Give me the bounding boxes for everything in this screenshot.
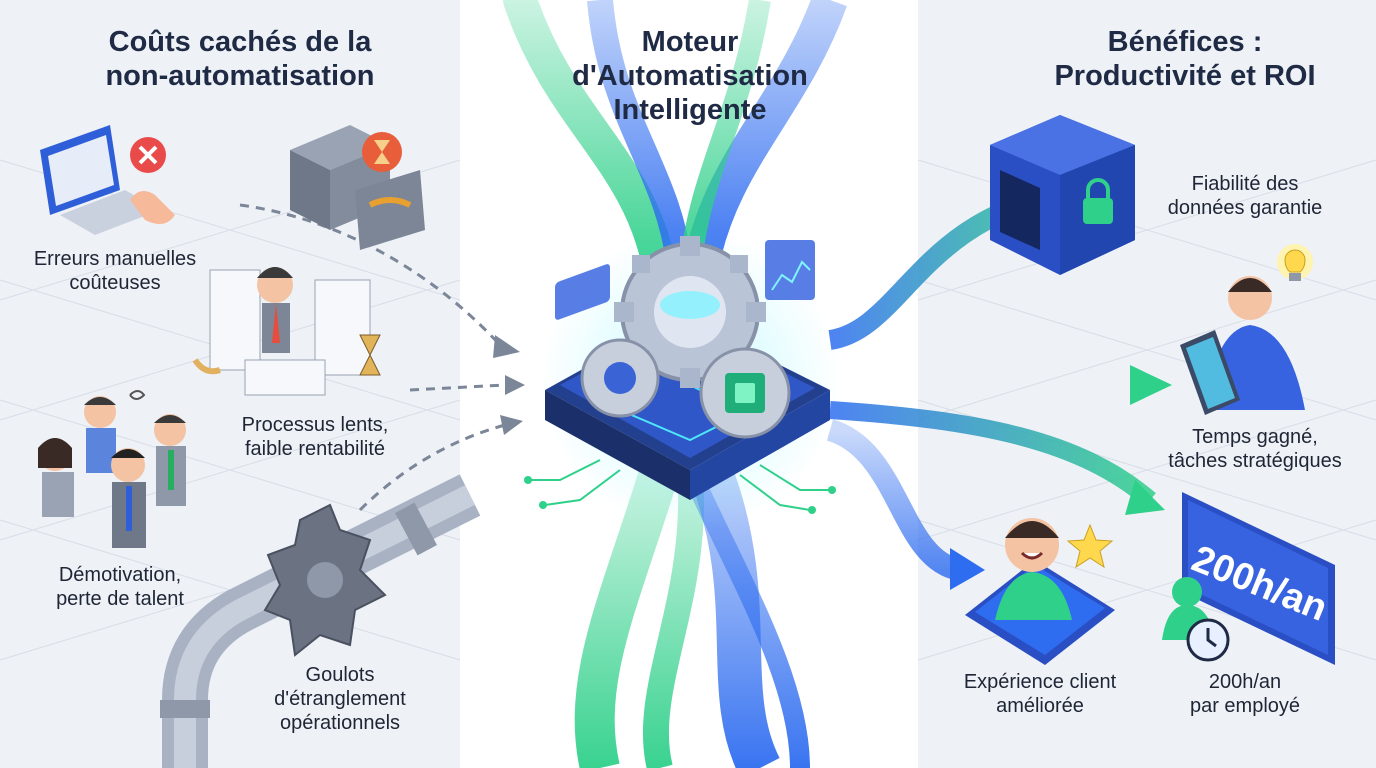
label-line: Goulots (305, 664, 375, 686)
label-time-saved: Temps gagné, tâches stratégiques (1140, 425, 1370, 473)
right-title-line: Productivité et ROI (1054, 60, 1316, 92)
label-line: opérationnels (279, 712, 401, 734)
bottleneck-pipe-icon (160, 474, 481, 768)
dashed-arrows (239, 203, 506, 512)
secure-safe-icon (990, 115, 1135, 275)
label-line: faible rentabilité (244, 438, 386, 460)
label-demotivation: Démotivation, perte de talent (10, 563, 230, 611)
label-line: Erreurs manuelles (33, 248, 197, 270)
label-bottlenecks: Goulots d'étranglement opérationnels (240, 663, 440, 735)
label-line: Processus lents, (241, 414, 389, 436)
label-line: Fiabilité des (1191, 173, 1299, 195)
manual-error-icon (40, 125, 175, 235)
outflow-streams (826, 185, 1172, 590)
demotivated-team-icon (38, 390, 186, 548)
label-line: améliorée (996, 695, 1084, 717)
label-line: par employé (1189, 695, 1301, 717)
center-title-line: Moteur (641, 26, 739, 58)
label-line: tâches stratégiques (1168, 450, 1342, 472)
automation-engine (524, 230, 840, 530)
center-title: Moteur d'Automatisation Intelligente (540, 25, 840, 127)
person-tablet-icon (1180, 244, 1313, 415)
stressed-worker-icon (192, 267, 381, 396)
right-title: Bénéfices : Productivité et ROI (995, 25, 1375, 93)
label-line: 200h/an (1208, 671, 1282, 693)
label-line: Démotivation, (58, 564, 182, 586)
center-title-line: d'Automatisation (572, 60, 808, 92)
dashed-arrowheads (493, 335, 525, 435)
left-title-line: Coûts cachés de la (108, 26, 372, 58)
label-line: Expérience client (963, 671, 1117, 693)
label-manual-errors: Erreurs manuelles coûteuses (5, 247, 225, 295)
label-customer-experience: Expérience client améliorée (930, 670, 1150, 718)
time-saved-board-icon (1162, 492, 1335, 665)
label-line: d'étranglement (274, 688, 406, 710)
label-line: coûteuses (69, 272, 161, 294)
label-line: données garantie (1167, 197, 1323, 219)
happy-customer-icon (965, 518, 1115, 665)
left-title: Coûts cachés de la non-automatisation (40, 25, 440, 93)
label-line: perte de talent (56, 588, 184, 610)
left-title-line: non-automatisation (105, 60, 375, 92)
label-data-reliability: Fiabilité des données garantie (1135, 172, 1355, 220)
slow-server-icon (290, 125, 425, 250)
label-hours-per-employee: 200h/an par employé (1160, 670, 1330, 718)
label-line: Temps gagné, (1192, 426, 1318, 448)
label-slow-processes: Processus lents, faible rentabilité (205, 413, 425, 461)
center-title-line: Intelligente (613, 94, 767, 126)
right-title-line: Bénéfices : (1107, 26, 1263, 58)
